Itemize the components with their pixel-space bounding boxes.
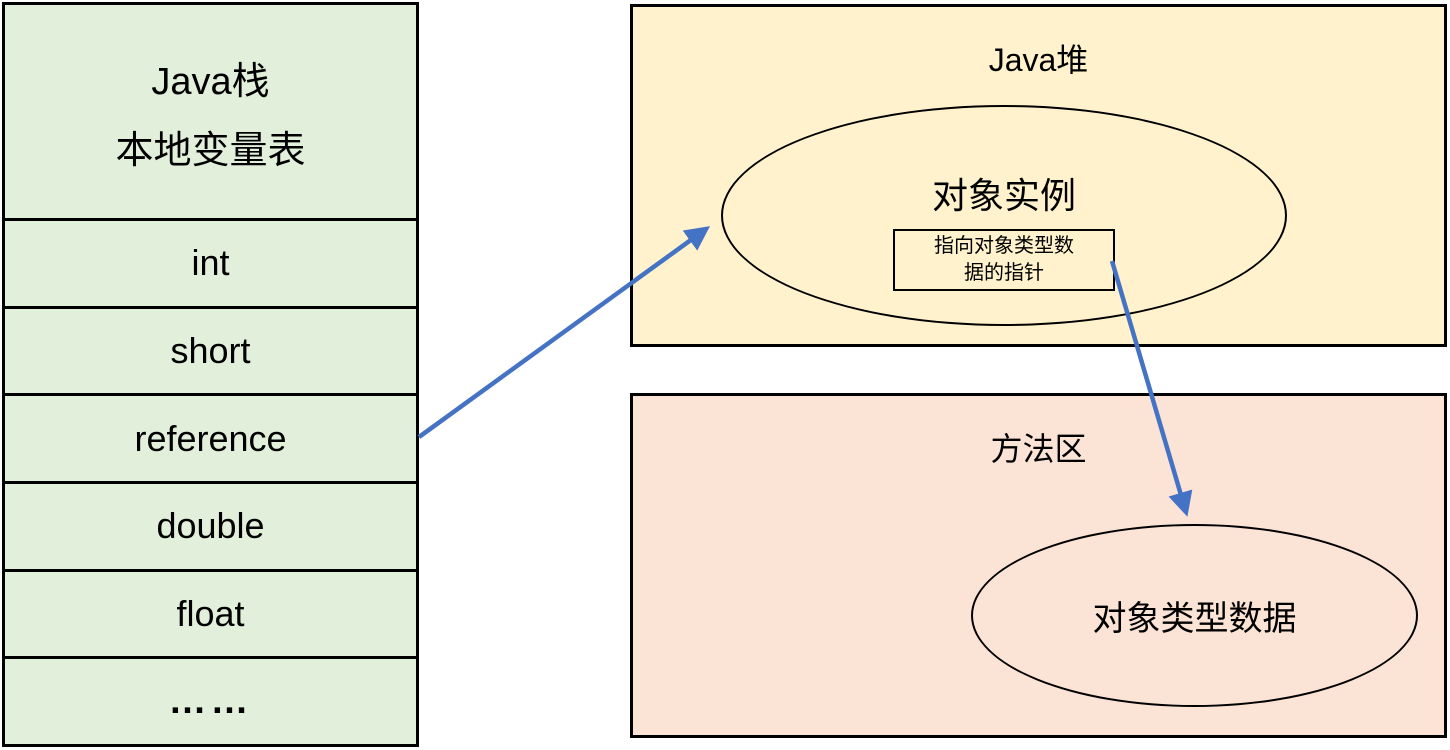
java-stack-title: Java栈 [151,60,270,103]
stack-row-float: float [5,568,416,657]
object-instance-label: 对象实例 [931,174,1076,216]
method-area-box: 方法区 对象类型数据 [630,393,1447,738]
method-area-title: 方法区 [990,431,1087,467]
pointer-to-type-data-box: 指向对象类型数 据的指针 [893,228,1115,291]
stack-row-int: int [5,218,416,306]
pointer-box-line2: 据的指针 [964,261,1044,284]
java-heap-title: Java堆 [988,42,1089,78]
stack-row-short: short [5,305,416,394]
object-instance-ellipse: 对象实例 指向对象类型数 据的指针 [721,105,1287,326]
stack-row-double: double [5,481,416,569]
java-stack-table: Java栈 本地变量表 int short reference double f… [2,2,419,747]
pointer-box-line1: 指向对象类型数 [934,234,1074,257]
java-stack-header: Java栈 本地变量表 [5,5,416,218]
stack-row-ellipsis: …… [5,656,416,744]
java-heap-box: Java堆 对象实例 指向对象类型数 据的指针 [630,4,1447,347]
object-type-data-ellipse: 对象类型数据 [971,524,1418,707]
local-variable-table-title: 本地变量表 [115,129,306,172]
object-type-data-label: 对象类型数据 [1092,600,1297,638]
stack-row-reference: reference [5,393,416,481]
